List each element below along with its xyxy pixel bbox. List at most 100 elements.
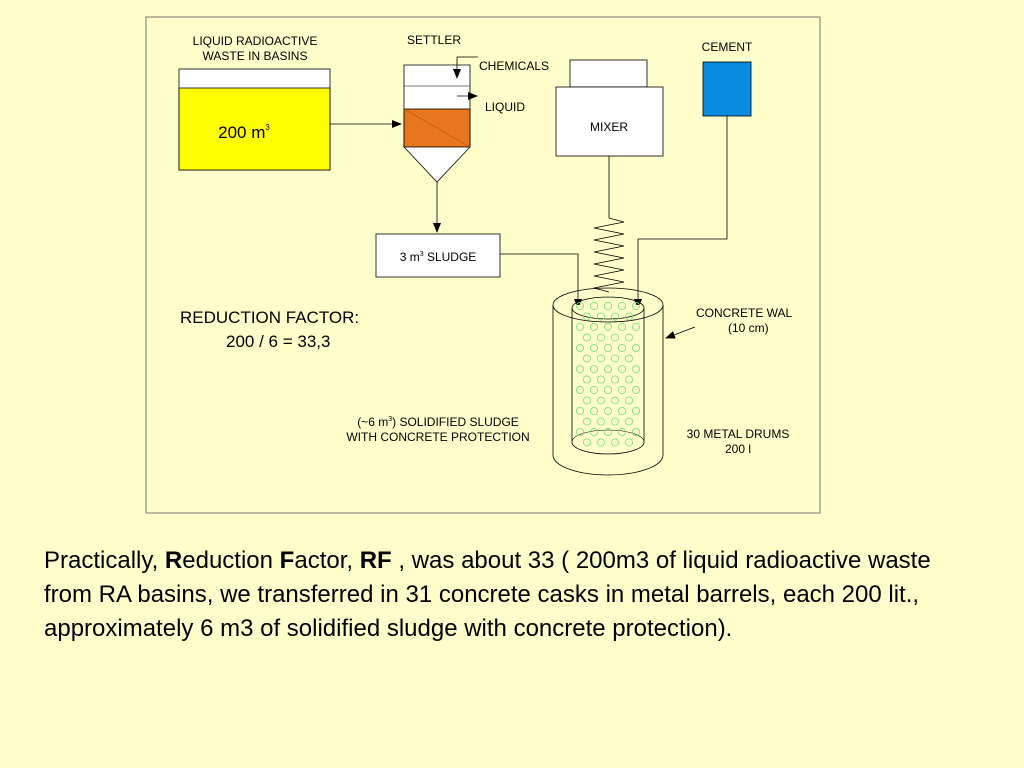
settler-label: SETTLER: [407, 33, 461, 47]
concrete-wall-label-line2: (10 cm): [728, 321, 769, 335]
sludge-dot: [631, 343, 641, 353]
basin-label-line1: LIQUID RADIOACTIVE: [193, 34, 318, 48]
sludge-box: [375, 233, 501, 278]
concrete-drum: [552, 287, 664, 476]
solidified-sludge-dots: [575, 301, 641, 447]
sludge-dot: [575, 364, 585, 374]
mixer: MIXER: [555, 59, 664, 157]
basin-label-line2: WASTE IN BASINS: [203, 49, 308, 63]
sludge-dot: [589, 385, 599, 395]
sludge-dot: [582, 417, 592, 426]
sludge-dot: [624, 375, 634, 384]
basin-volume: 200 m3: [218, 123, 270, 142]
sludge-dot: [589, 364, 599, 374]
sludge-dot: [617, 301, 627, 311]
caption-paragraph: Practically, Reduction Factor, RF , was …: [44, 544, 984, 646]
sludge-dot: [575, 406, 585, 416]
metal-drums-label-line2: 200 l: [725, 442, 751, 456]
solidified-superscript: 3: [388, 416, 392, 423]
mixer-label: MIXER: [590, 120, 628, 134]
sludge-dot: [631, 364, 641, 374]
sludge-dot: [582, 375, 592, 384]
sludge-dot: [610, 396, 620, 405]
sludge-dot: [575, 343, 585, 353]
sludge-dot: [610, 312, 620, 321]
solidified-sludge-label-line1: (~6 m3) SOLIDIFIED SLUDGE: [357, 415, 519, 429]
sludge-dot: [596, 438, 606, 447]
cement-to-drum-arrow: [634, 116, 728, 309]
sludge-dot: [631, 385, 641, 395]
sludge-box-label: 3 m3 SLUDGE: [400, 250, 477, 264]
sludge-dot: [589, 322, 599, 332]
chemicals-inlet-line: [453, 56, 478, 79]
sludge-dot: [589, 406, 599, 416]
liquid-label: LIQUID: [485, 100, 525, 114]
sludge-dot: [610, 333, 620, 342]
sludge-box-superscript: 3: [420, 251, 424, 258]
settler: SETTLER: [403, 33, 471, 183]
concrete-wall-label-line1: CONCRETE WAL: [696, 306, 793, 320]
reduction-factor-label: REDUCTION FACTOR:: [180, 308, 359, 327]
sludge-dot: [582, 396, 592, 405]
sludge-dot: [603, 364, 613, 374]
waste-basin: LIQUID RADIOACTIVE WASTE IN BASINS 200 m…: [178, 34, 331, 171]
sludge-dot: [617, 406, 627, 416]
diagram-frame: [145, 16, 821, 514]
mixer-spring-icon: [593, 217, 625, 293]
sludge-dot: [575, 322, 585, 332]
sludge-dot: [617, 343, 627, 353]
sludge-dot: [624, 333, 634, 342]
caption-bold-r: R: [164, 547, 183, 574]
caption-text-3: actor,: [294, 547, 360, 574]
drum-outer-top: [552, 287, 664, 323]
sludge-dot: [582, 354, 592, 363]
metal-drums-label-line1: 30 METAL DRUMS: [687, 427, 790, 441]
caption-bold-f: F: [279, 547, 295, 574]
sludge-to-drum-arrow: [500, 253, 582, 309]
sludge-dot: [631, 301, 641, 311]
sludge-dot: [610, 354, 620, 363]
sludge-dot: [596, 333, 606, 342]
sludge-dot: [589, 343, 599, 353]
sludge-dot: [624, 354, 634, 363]
sludge-dot: [582, 438, 592, 447]
sludge-dot: [589, 301, 599, 311]
cement-container: [702, 61, 752, 117]
solidified-sludge-label-line2: WITH CONCRETE PROTECTION: [346, 430, 529, 444]
settler-sludge-hatch: [403, 108, 471, 148]
chemicals-label: CHEMICALS: [479, 59, 549, 73]
sludge-dot: [624, 438, 634, 447]
sludge-dot: [610, 375, 620, 384]
sludge-dot: [603, 427, 613, 437]
concrete-wall-pointer: [665, 326, 696, 339]
mixer-body: [555, 86, 664, 157]
sludge-dot: [603, 385, 613, 395]
process-diagram: LIQUID RADIOACTIVE WASTE IN BASINS 200 m…: [145, 16, 821, 514]
mixer-top: [569, 59, 648, 88]
sludge-dot: [596, 354, 606, 363]
sludge-dot: [631, 322, 641, 332]
sludge-dot: [617, 322, 627, 332]
drum-outer-shell: [552, 305, 664, 476]
basin-volume-superscript: 3: [265, 123, 270, 132]
sludge-dot: [603, 406, 613, 416]
sludge-dot: [596, 312, 606, 321]
caption-text-4: , was about 33 ( 200m3 of liquid radioac…: [44, 547, 931, 642]
sludge-dot: [596, 375, 606, 384]
sludge-dot: [575, 385, 585, 395]
sludge-dot: [624, 312, 634, 321]
sludge-dot: [603, 301, 613, 311]
caption-text-2: eduction: [182, 547, 280, 574]
basin-liquid: [178, 87, 331, 171]
sludge-dot: [624, 417, 634, 426]
sludge-dot: [582, 333, 592, 342]
sludge-dot: [603, 322, 613, 332]
reduction-factor-value: 200 / 6 = 33,3: [226, 332, 330, 351]
sludge-dot: [575, 301, 585, 311]
sludge-dot: [575, 427, 585, 437]
sludge-dot: [603, 343, 613, 353]
drum-inner-top: [571, 296, 645, 320]
cement-label: CEMENT: [702, 40, 753, 54]
sludge-dot: [596, 417, 606, 426]
sludge-dot: [631, 427, 641, 437]
